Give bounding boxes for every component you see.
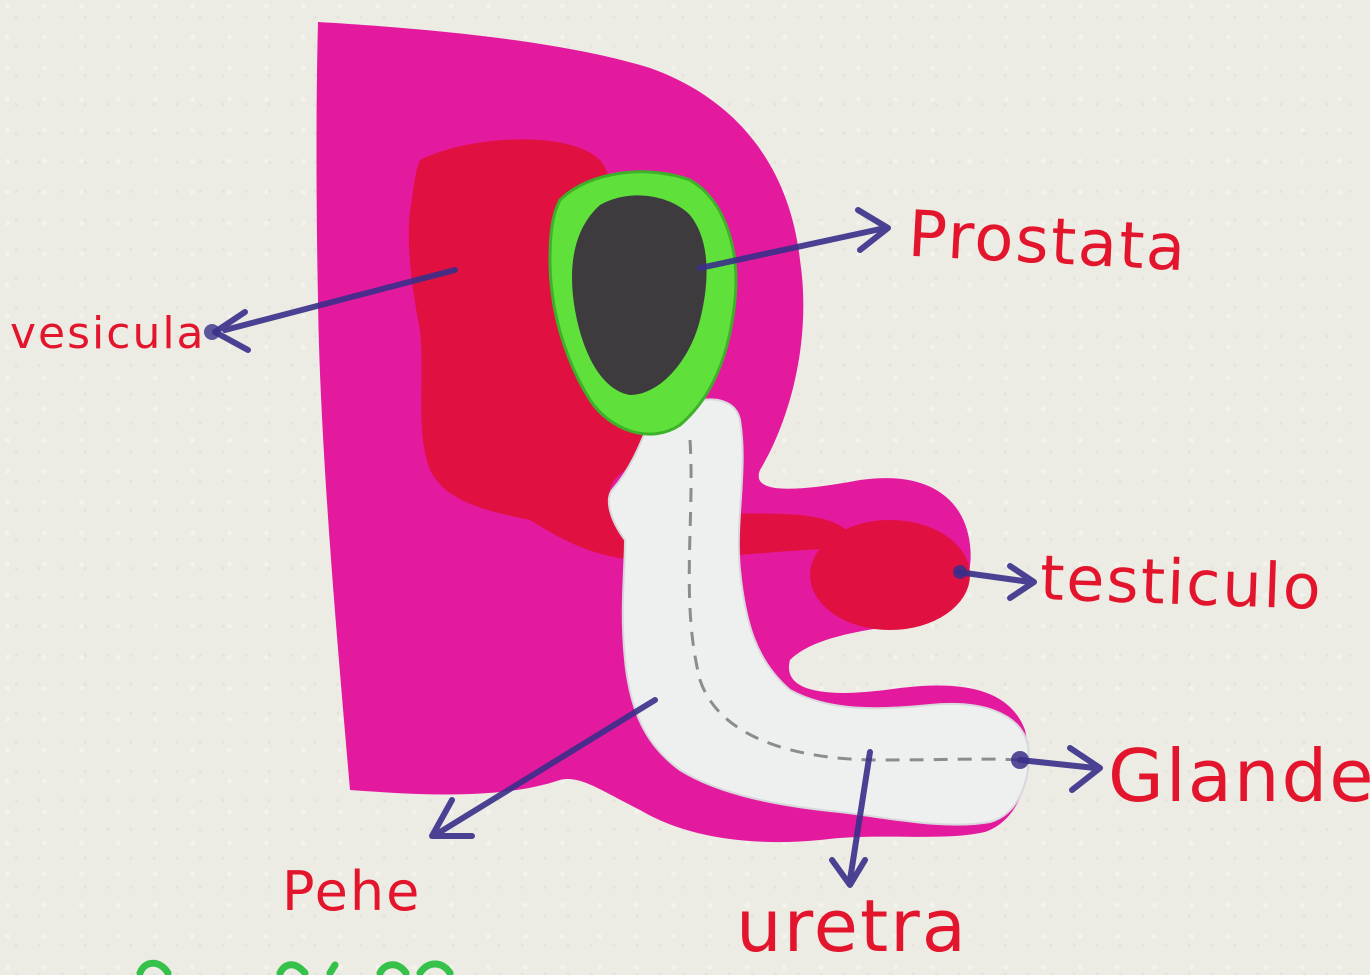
vesicula-label: vesicula (10, 312, 206, 356)
testiculo-label: testiculo (1039, 547, 1324, 619)
glande-arrow (1020, 760, 1095, 768)
glande-arrow-dot (1011, 751, 1029, 769)
uretra-label: uretra (736, 890, 968, 962)
prostata-label: Prostata (907, 203, 1189, 282)
pene-label: Pehe (282, 865, 421, 919)
cropped-green-handwriting (130, 955, 460, 975)
vesicula-arrow-dot (204, 324, 220, 340)
testicle-region (810, 520, 970, 630)
green-scribble-marks (130, 955, 460, 975)
glande-label: Glande (1108, 740, 1370, 812)
testiculo-arrow-dot (953, 565, 967, 579)
